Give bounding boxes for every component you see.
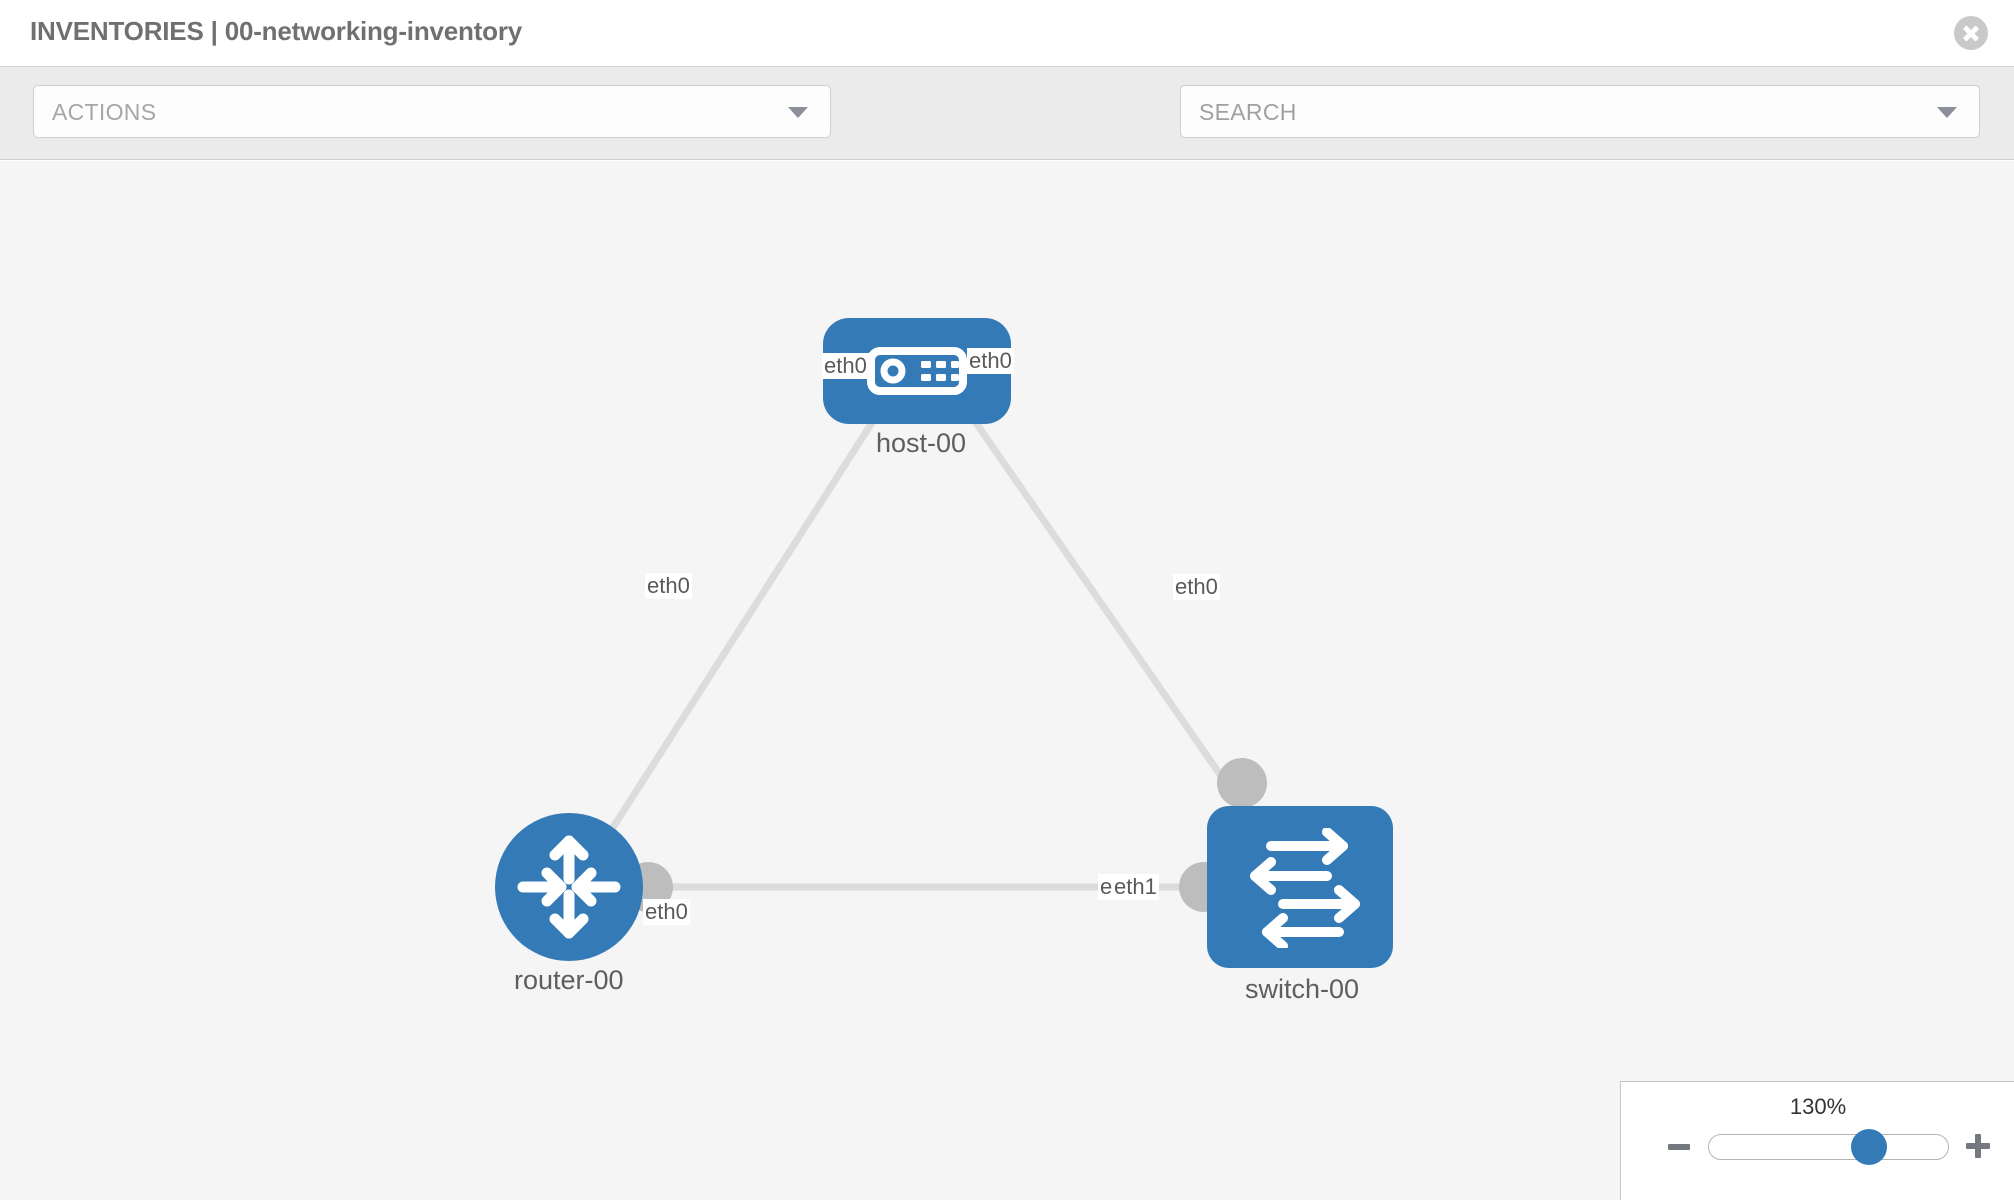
router-arrows-icon [517, 835, 621, 939]
chevron-down-icon[interactable] [1937, 107, 1957, 118]
plus-icon-vertical [1975, 1134, 1981, 1158]
toolbar: ACTIONS SEARCH [0, 66, 2014, 200]
topology-canvas[interactable]: host-00 router-00 [0, 161, 2014, 1200]
search-placeholder: SEARCH [1199, 99, 1297, 125]
zoom-level-label: 130% [1789, 1094, 1847, 1119]
interface-label-switch-left[interactable]: eth1 [1112, 874, 1159, 900]
interface-label-host-left[interactable]: eth0 [822, 353, 869, 379]
interface-label-router-upper[interactable]: eth0 [643, 899, 690, 925]
page-title: INVENTORIES | 00-networking-inventory [30, 16, 523, 46]
node-switch-00-shape[interactable] [1207, 806, 1393, 968]
interface-label-host-right[interactable]: eth0 [967, 348, 1014, 374]
actions-dropdown-label: ACTIONS [52, 99, 157, 125]
server-icon [867, 347, 967, 395]
node-switch-00-label: switch-00 [1242, 974, 1363, 1005]
zoom-out-button[interactable] [1668, 1144, 1690, 1150]
zoom-slider-handle[interactable] [1851, 1129, 1887, 1165]
endpoint-switch-top[interactable] [1217, 758, 1267, 808]
actions-dropdown[interactable]: ACTIONS [33, 85, 831, 138]
zoom-in-button[interactable] [1966, 1134, 1990, 1158]
node-host-00-label: host-00 [873, 428, 970, 459]
topology-links-layer [577, 341, 1283, 912]
app-header: INVENTORIES | 00-networking-inventory [0, 0, 2014, 66]
link-host-router[interactable] [577, 369, 908, 881]
zoom-control-panel: 130% [1620, 1081, 2014, 1200]
interface-label-switch-upper[interactable]: eth0 [1173, 574, 1220, 600]
search-input[interactable]: SEARCH [1180, 85, 1980, 138]
zoom-slider[interactable] [1708, 1129, 1949, 1165]
close-icon[interactable] [1954, 16, 1988, 50]
chevron-down-icon [788, 107, 808, 118]
switch-arrows-icon [1250, 828, 1360, 948]
link-endpoints [623, 341, 1267, 912]
interface-label-router-diag[interactable]: eth0 [645, 573, 692, 599]
node-router-00-label: router-00 [511, 965, 627, 996]
